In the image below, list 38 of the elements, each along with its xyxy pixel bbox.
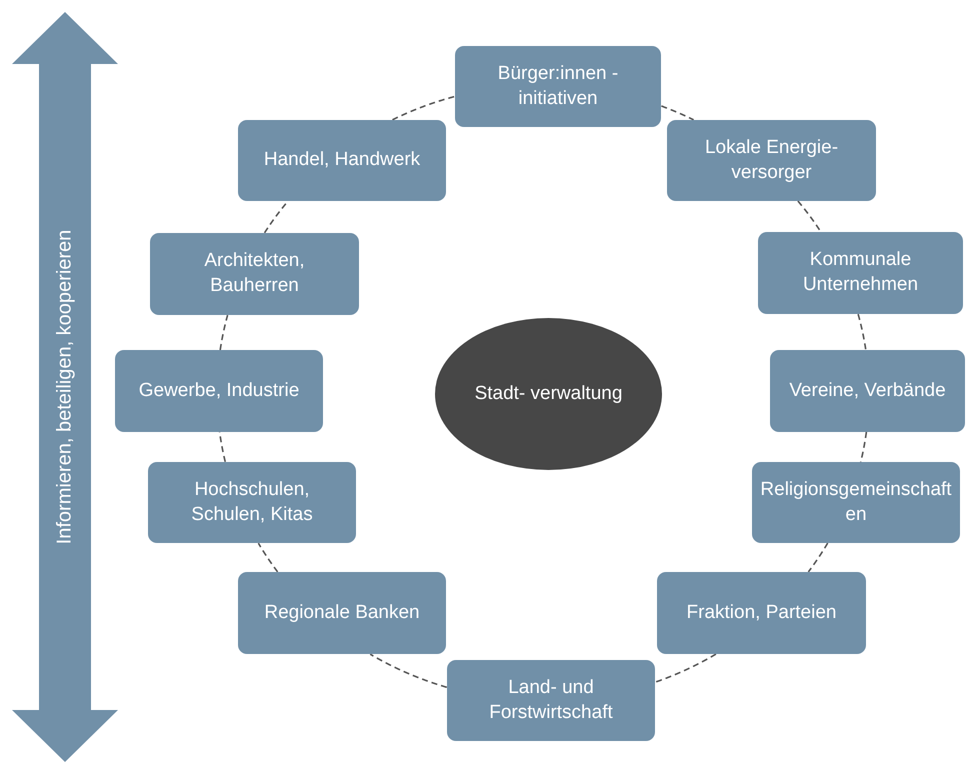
stakeholder-label: Fraktion, Parteien [686, 600, 836, 625]
dashed-ring-line [654, 653, 716, 683]
dashed-ring-line [392, 96, 456, 121]
stakeholder-label: Lokale Energie- versorger [704, 136, 840, 184]
stakeholder-label: Kommunale Unternehmen [802, 248, 920, 297]
stakeholder-box [238, 120, 446, 201]
stakeholder-box [150, 233, 359, 315]
dashed-ring-line [857, 314, 867, 350]
stakeholder-box [752, 462, 960, 543]
stakeholder-box [447, 660, 655, 741]
dashed-ring-line [808, 542, 828, 573]
dashed-ring-line [860, 431, 868, 463]
stakeholder-box [657, 572, 866, 654]
stakeholder-label: Gewerbe, Industrie [138, 378, 300, 403]
stakeholder-box [238, 572, 446, 654]
stakeholder-box [667, 120, 876, 201]
stakeholder-box [770, 350, 965, 432]
stakeholder-label: Land- und Forstwirtschaft [488, 676, 614, 724]
stakeholder-label: Religionsgemeinschaften [760, 478, 952, 526]
stakeholder-box [758, 232, 963, 314]
dashed-ring-line [264, 200, 289, 234]
center-label: Stadt- verwaltung [474, 382, 622, 406]
stakeholder-label: Vereine, Verbände [789, 378, 946, 403]
stakeholder-box [148, 462, 356, 543]
stakeholder-label: Regionale Banken [264, 600, 420, 625]
dashed-ring-line [258, 542, 278, 572]
stakeholder-label: Architekten, Bauherren [203, 249, 306, 298]
dashed-ring-line [218, 431, 226, 462]
dashed-ring-line [797, 200, 822, 232]
dashed-ring-line [370, 654, 448, 688]
stakeholder-label: Hochschulen, Schulen, Kitas [190, 478, 314, 526]
stakeholder-label: Handel, Handwerk [264, 148, 420, 172]
dashed-ring-line [660, 105, 694, 121]
stakeholder-label: Bürger:innen - initiativen [496, 62, 620, 110]
stakeholder-box [455, 46, 661, 127]
dashed-ring-line [219, 314, 228, 351]
stakeholder-box [115, 350, 323, 432]
arrow-label: Informieren, beteiligen, kooperieren [54, 230, 76, 544]
